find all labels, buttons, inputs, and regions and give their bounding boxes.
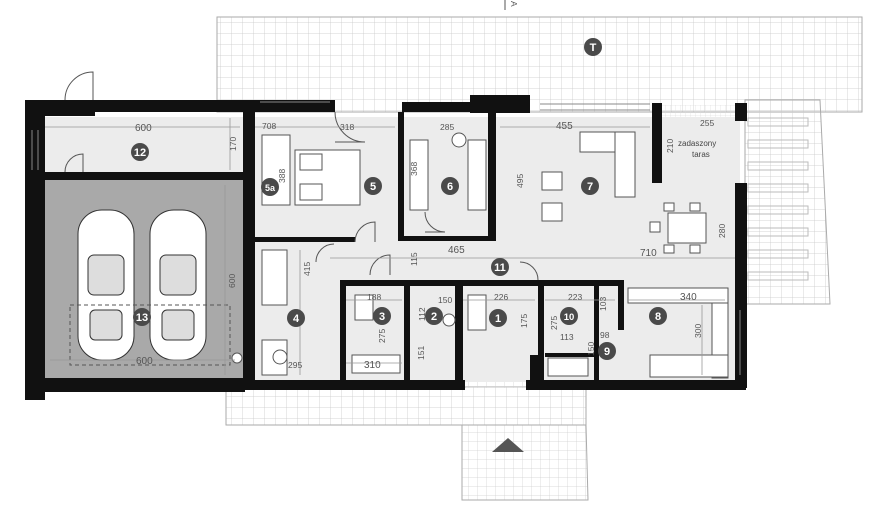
badge-room-12: 12 <box>131 143 149 161</box>
badge-terrace-label: T <box>590 42 597 54</box>
dim-280: 280 <box>717 224 727 238</box>
dim-103: 103 <box>598 297 608 311</box>
rear-terrace <box>216 16 863 113</box>
room-5a-label: 5a <box>265 183 276 193</box>
dim-275-a: 275 <box>377 329 387 343</box>
dim-255: 255 <box>700 118 714 128</box>
dim-318: 318 <box>340 122 354 132</box>
room-11-label: 11 <box>494 262 506 274</box>
badge-terrace: T <box>584 38 602 56</box>
side-terrace <box>744 99 831 305</box>
dim-115: 115 <box>409 252 419 266</box>
entrance-arrow-icon <box>492 438 524 452</box>
room-9-label: 9 <box>604 346 610 358</box>
dim-113: 113 <box>560 332 574 342</box>
room-6-label: 6 <box>447 181 453 193</box>
dim-495: 495 <box>515 174 525 188</box>
dim-600-bottom: 600 <box>136 356 153 367</box>
badge-room-5: 5 <box>364 177 382 195</box>
dim-368: 368 <box>409 162 419 176</box>
badge-room-1: 1 <box>489 309 507 327</box>
dim-275-b: 275 <box>549 316 559 330</box>
dim-285: 285 <box>440 122 454 132</box>
room-7-label: 7 <box>587 181 593 193</box>
dim-600-right: 600 <box>227 274 237 288</box>
section-marker-a: A <box>509 1 519 7</box>
room-13-label: 13 <box>136 312 148 324</box>
badge-room-5a: 5a <box>261 178 279 196</box>
pergola-slats <box>747 117 809 281</box>
badge-room-7: 7 <box>581 177 599 195</box>
room-2-label: 2 <box>431 311 437 323</box>
entrance-path <box>461 424 589 501</box>
front-terrace <box>225 386 587 426</box>
dim-415: 415 <box>302 262 312 276</box>
dim-708: 708 <box>262 121 276 131</box>
dim-150: 150 <box>438 295 452 305</box>
dim-170: 170 <box>228 137 238 151</box>
covered-terrace-label-line1: zadaszony <box>678 139 716 148</box>
door-swings <box>64 71 539 281</box>
dim-710: 710 <box>640 248 657 259</box>
badge-room-3: 3 <box>373 307 391 325</box>
badge-room-11: 11 <box>491 258 509 276</box>
dim-151: 151 <box>416 346 426 360</box>
badge-room-2: 2 <box>425 307 443 325</box>
room-8-label: 8 <box>655 311 661 323</box>
dim-600-top: 600 <box>135 123 152 134</box>
dim-112: 112 <box>417 307 427 321</box>
dim-98: 98 <box>600 330 610 340</box>
room-12-floor <box>45 117 245 172</box>
dim-223: 223 <box>568 292 582 302</box>
room-10-label: 10 <box>564 312 575 323</box>
room-4-label: 4 <box>293 313 300 325</box>
covered-terrace-label-line2: taras <box>692 150 710 159</box>
car-left <box>77 209 135 361</box>
room-12-label: 12 <box>134 147 146 159</box>
dim-226: 226 <box>494 292 508 302</box>
dim-175: 175 <box>519 314 529 328</box>
badge-room-4: 4 <box>287 309 305 327</box>
dim-310: 310 <box>364 360 381 371</box>
walls <box>25 95 747 400</box>
dim-210: 210 <box>665 139 675 153</box>
dim-150b: 150 <box>586 342 596 356</box>
dim-300: 300 <box>693 324 703 338</box>
dim-340: 340 <box>680 292 697 303</box>
windows <box>31 101 741 375</box>
badge-room-9: 9 <box>598 342 616 360</box>
badge-room-10: 10 <box>560 307 578 325</box>
room-3-label: 3 <box>379 311 385 323</box>
room-1-label: 1 <box>495 313 501 325</box>
dimension-labels: 600 170 708 318 285 455 255 210 388 368 … <box>135 118 727 371</box>
garage-dashed-outline <box>69 304 231 366</box>
dim-295: 295 <box>288 360 302 370</box>
dim-188: 188 <box>367 292 381 302</box>
car-right <box>149 209 207 361</box>
dim-388: 388 <box>277 169 287 183</box>
room-5-label: 5 <box>370 181 376 193</box>
badge-room-6: 6 <box>441 177 459 195</box>
badge-room-13: 13 <box>133 308 151 326</box>
dim-465: 465 <box>448 245 465 256</box>
garage-floor <box>45 180 243 378</box>
dimension-lines <box>45 118 735 375</box>
dim-455: 455 <box>556 121 573 132</box>
badge-room-8: 8 <box>649 307 667 325</box>
room-badges: T 12 13 5a 5 6 7 11 <box>131 38 667 360</box>
